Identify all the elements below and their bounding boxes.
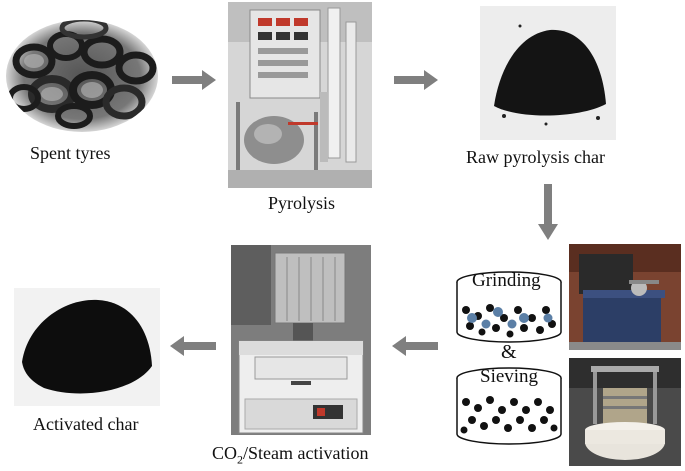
spent-tyres-photo xyxy=(4,16,160,134)
arrow-down xyxy=(536,184,560,242)
raw-char-photo xyxy=(480,6,616,140)
label-grinding: Grinding xyxy=(472,270,541,291)
label-activation-subscript: 2 xyxy=(237,452,244,467)
label-activation-suffix: /Steam activation xyxy=(243,443,369,463)
label-sieving: Sieving xyxy=(480,366,539,387)
arrow-left-2 xyxy=(170,335,218,357)
arrow-left-1 xyxy=(392,335,440,357)
label-activation: CO2/Steam activation xyxy=(212,443,368,468)
grinding-sieving-schematic xyxy=(452,268,566,464)
sieve-shaker-photo xyxy=(569,358,681,466)
arrow-right-1 xyxy=(172,68,218,92)
label-pyrolysis: Pyrolysis xyxy=(268,193,336,213)
label-activated-char: Activated char xyxy=(33,414,139,434)
arrow-right-2 xyxy=(394,68,440,92)
label-spent-tyres: Spent tyres xyxy=(30,143,111,163)
grinder-machine-photo xyxy=(569,244,681,350)
label-activation-prefix: CO xyxy=(212,443,238,463)
label-raw-char: Raw pyrolysis char xyxy=(466,147,605,167)
pyrolysis-reactor-photo xyxy=(228,2,372,188)
activation-furnace-photo xyxy=(231,245,371,435)
activated-char-photo xyxy=(14,288,160,406)
label-ampersand: & xyxy=(501,341,517,363)
